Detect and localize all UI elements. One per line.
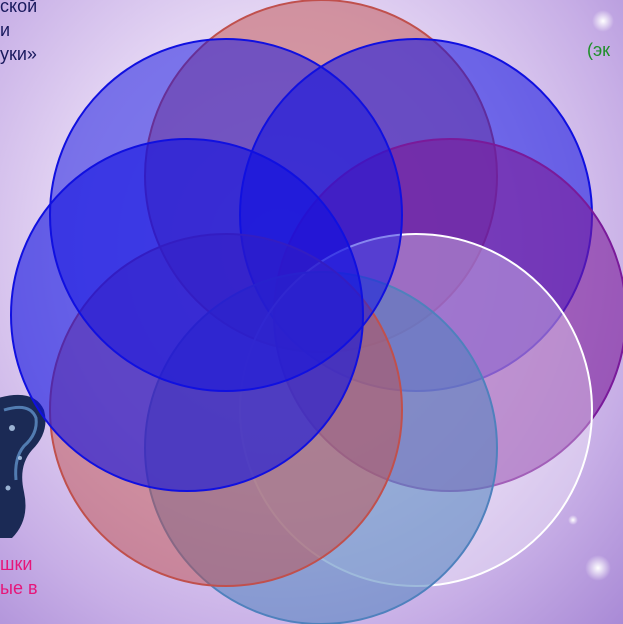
circle-upper-left[interactable] [50, 39, 402, 391]
